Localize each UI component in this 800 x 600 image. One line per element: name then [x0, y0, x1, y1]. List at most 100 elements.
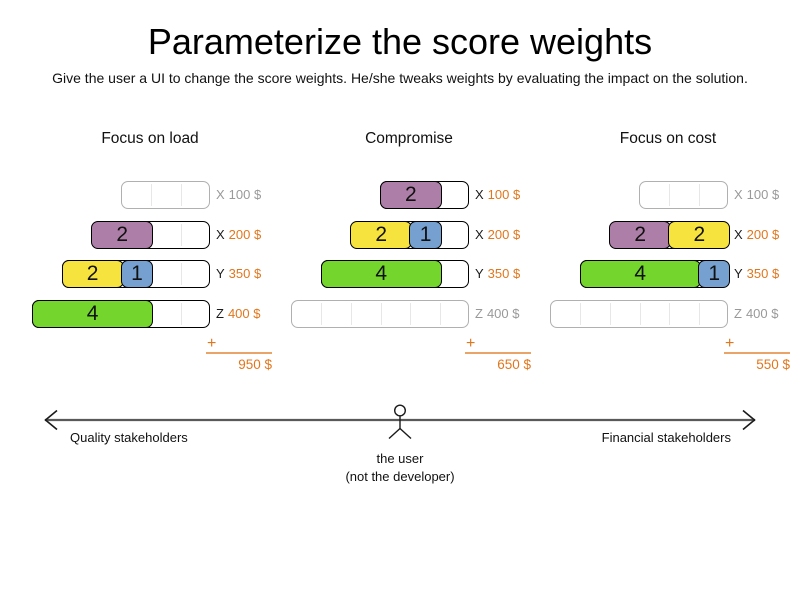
- row-label-letter: Z: [216, 306, 224, 321]
- column-title: Compromise: [365, 130, 453, 147]
- plus-icon: +: [725, 335, 735, 352]
- row-label-amount: 200 $: [487, 227, 521, 242]
- column-total: +550 $: [724, 335, 790, 372]
- cell-divider: [439, 303, 441, 325]
- yellow-weight-block: 2: [668, 220, 731, 249]
- cell-divider: [610, 303, 612, 325]
- row-label-letter: X: [734, 187, 743, 202]
- left-arrowhead-icon: [44, 409, 58, 431]
- column-total: +950 $: [206, 335, 272, 372]
- row-label-amount: 350 $: [746, 266, 780, 281]
- right-arrowhead-icon: [742, 409, 756, 431]
- row-label-letter: Y: [734, 266, 743, 281]
- sum-line: [724, 352, 790, 354]
- user-label-line2: (not the developer): [345, 469, 455, 484]
- blue-weight-block: 1: [697, 259, 731, 288]
- weight-row-box: 2: [379, 180, 469, 209]
- cell-divider: [410, 303, 412, 325]
- yellow-weight-block: 2: [350, 220, 413, 249]
- row-label-amount: 400 $: [745, 306, 779, 321]
- cell-divider: [698, 303, 700, 325]
- row-label-amount: 350 $: [487, 266, 521, 281]
- total-amount: 550 $: [756, 357, 790, 372]
- cell-divider: [639, 303, 641, 325]
- green-weight-block: 4: [579, 259, 701, 288]
- cell-divider: [698, 184, 700, 206]
- stakeholder-axis: [44, 404, 756, 440]
- row-label-amount: 100 $: [487, 187, 521, 202]
- quality-stakeholders-label: Quality stakeholders: [70, 430, 188, 445]
- sum-line: [206, 352, 272, 354]
- column-total: +650 $: [465, 336, 531, 372]
- green-weight-block: 4: [31, 299, 154, 328]
- row-label-letter: X: [475, 227, 484, 242]
- user-stick-figure-icon: [388, 404, 412, 440]
- row-label-letter: Z: [475, 306, 483, 321]
- weight-row-box: [291, 300, 469, 328]
- row-label-amount: 200 $: [746, 227, 780, 242]
- row-label-letter: Y: [216, 266, 225, 281]
- cell-divider: [669, 184, 671, 206]
- cell-divider: [151, 184, 153, 206]
- cell-divider: [180, 263, 182, 285]
- cell-divider: [669, 303, 671, 325]
- blue-weight-block: 1: [409, 220, 442, 249]
- row-label-letter: X: [475, 187, 484, 202]
- green-weight-block: 4: [320, 259, 442, 288]
- cell-divider: [180, 184, 182, 206]
- financial-stakeholders-label: Financial stakeholders: [601, 430, 731, 445]
- weight-row-box: [639, 181, 728, 209]
- cell-divider: [380, 303, 382, 325]
- cell-divider: [180, 224, 182, 246]
- sum-line: [465, 352, 531, 354]
- row-label-letter: X: [216, 227, 225, 242]
- row-label-amount: 100 $: [746, 187, 780, 202]
- yellow-weight-block: 2: [61, 259, 124, 288]
- row-label-amount: 200 $: [228, 227, 262, 242]
- cell-divider: [351, 303, 353, 325]
- slide-subtitle: Give the user a UI to change the score w…: [52, 70, 748, 86]
- row-label-letter: Y: [475, 266, 484, 281]
- column-title: Focus on load: [101, 130, 199, 147]
- purple-weight-block: 2: [609, 220, 672, 249]
- column-title: Focus on cost: [619, 130, 717, 147]
- row-label-amount: 350 $: [228, 266, 262, 281]
- weight-row-box: [550, 300, 728, 328]
- weight-row-box: 4: [320, 259, 469, 288]
- cell-divider: [180, 303, 182, 325]
- cell-divider: [321, 303, 323, 325]
- cell-divider: [580, 303, 582, 325]
- slide-title: Parameterize the score weights: [147, 21, 653, 62]
- row-label-amount: 100 $: [228, 187, 262, 202]
- row-label-letter: Z: [734, 306, 742, 321]
- total-amount: 950 $: [238, 357, 272, 372]
- user-label-line1: the user: [376, 451, 424, 466]
- plus-icon: +: [207, 335, 217, 352]
- purple-weight-block: 2: [91, 220, 154, 249]
- weight-row-box: 4: [31, 299, 210, 328]
- weight-row-box: [121, 181, 210, 209]
- row-label-letter: X: [734, 227, 743, 242]
- row-label-amount: 400 $: [227, 306, 261, 321]
